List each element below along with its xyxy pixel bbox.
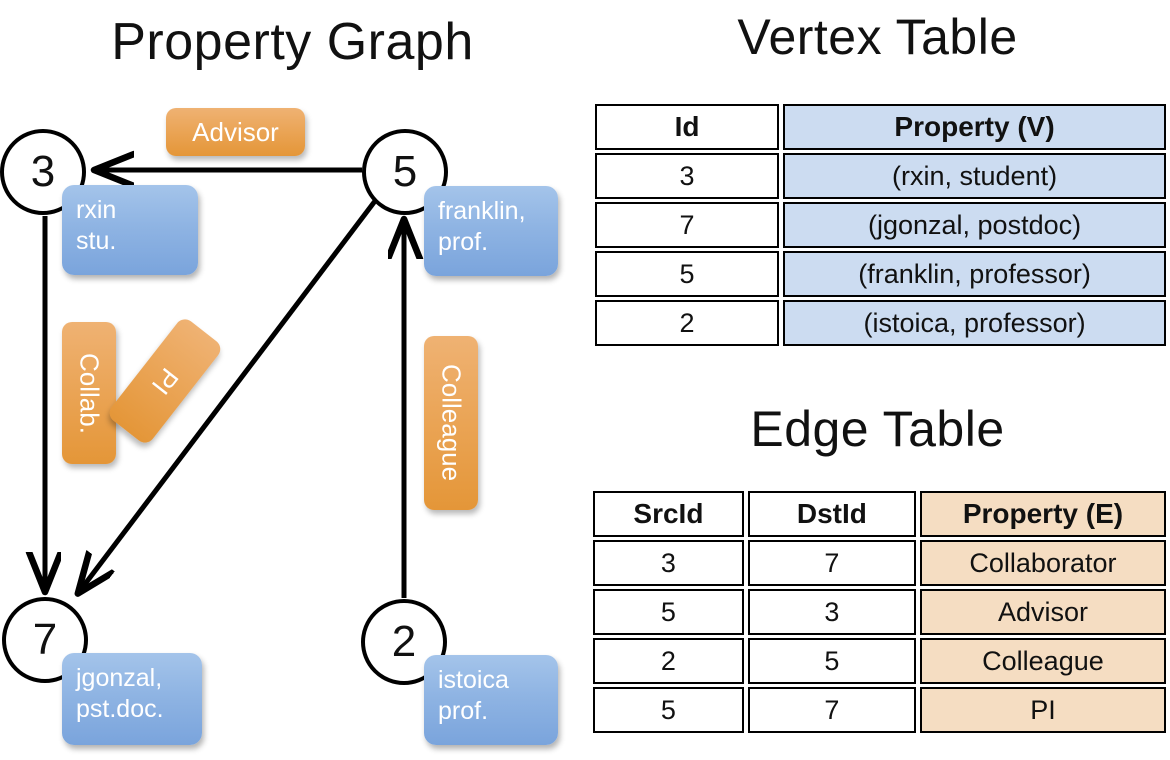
edge-label-advisor-text: Advisor — [192, 116, 279, 147]
table-row: 3 7 Collaborator — [593, 540, 1166, 586]
vertex-property-line-2: prof. — [438, 697, 489, 726]
vertex-cell-id: 2 — [595, 300, 780, 346]
vertex-cell-property: (franklin, professor) — [783, 251, 1166, 297]
vertex-table-header-property: Property (V) — [783, 104, 1166, 150]
edge-table-header-property: Property (E) — [919, 491, 1166, 537]
table-row: 2 (istoica, professor) — [595, 300, 1166, 346]
graph-node-2-label: 2 — [391, 617, 417, 666]
vertex-table-header-row: Id Property (V) — [595, 104, 1166, 150]
vertex-property-line-1: istoica — [438, 666, 509, 694]
edge-table: SrcId DstId Property (E) 3 7 Collaborato… — [589, 488, 1170, 736]
graph-edges-layer — [0, 0, 585, 598]
page-title-vertex-table: Vertex Table — [737, 9, 1018, 65]
graph-node-7-label: 7 — [32, 615, 58, 664]
table-row: 5 (franklin, professor) — [595, 251, 1166, 297]
edge-label-pi-text: PI — [146, 362, 185, 401]
graph-node-5[interactable]: 5 — [362, 129, 448, 215]
property-graph-panel: Property Graph 3 5 7 2 rxin stu. frankli… — [0, 0, 585, 745]
edge-label-advisor: Advisor — [166, 108, 305, 156]
edge-5-to-7 — [79, 199, 377, 592]
graph-node-2[interactable]: 2 — [361, 599, 447, 685]
vertex-cell-id: 5 — [595, 251, 780, 297]
edge-cell-dst: 7 — [747, 540, 916, 586]
graph-node-5-label: 5 — [392, 147, 418, 196]
edge-label-collab: Collab. — [62, 322, 116, 464]
edge-cell-src: 3 — [593, 540, 744, 586]
edge-cell-property: PI — [919, 687, 1166, 733]
vertex-property-line-2: prof. — [438, 228, 489, 257]
vertex-table-header-id: Id — [595, 104, 780, 150]
vertex-property-box-3: rxin stu. — [62, 185, 198, 275]
edge-table-header-dstid: DstId — [747, 491, 916, 537]
vertex-property-box-2: istoica prof. — [424, 655, 558, 745]
table-row: 5 3 Advisor — [593, 589, 1166, 635]
edge-cell-src: 5 — [593, 687, 744, 733]
table-row: 3 (rxin, student) — [595, 153, 1166, 199]
edge-cell-dst: 7 — [747, 687, 916, 733]
vertex-cell-id: 7 — [595, 202, 780, 248]
vertex-cell-property: (jgonzal, postdoc) — [783, 202, 1166, 248]
vertex-property-box-5: franklin, prof. — [424, 186, 558, 276]
edge-cell-dst: 3 — [747, 589, 916, 635]
edge-cell-dst: 5 — [747, 638, 916, 684]
table-row: 5 7 PI — [593, 687, 1166, 733]
vertex-property-line-2: stu. — [76, 227, 117, 256]
edge-cell-property: Colleague — [919, 638, 1166, 684]
table-row: 2 5 Colleague — [593, 638, 1166, 684]
edge-cell-src: 5 — [593, 589, 744, 635]
vertex-cell-property: (rxin, student) — [783, 153, 1166, 199]
vertex-property-line-1: rxin — [76, 196, 117, 224]
vertex-cell-id: 3 — [595, 153, 780, 199]
edge-cell-property: Advisor — [919, 589, 1166, 635]
vertex-property-line-1: franklin, — [438, 197, 526, 225]
table-row: 7 (jgonzal, postdoc) — [595, 202, 1166, 248]
vertex-table: Id Property (V) 3 (rxin, student) 7 (jgo… — [591, 101, 1170, 349]
edge-cell-src: 2 — [593, 638, 744, 684]
vertex-property-box-7: jgonzal, pst.doc. — [62, 653, 202, 745]
edge-table-header-row: SrcId DstId Property (E) — [593, 491, 1166, 537]
vertex-property-line-1: jgonzal, — [76, 664, 163, 692]
page-title-edge-table: Edge Table — [750, 401, 1005, 457]
edge-cell-property: Collaborator — [919, 540, 1166, 586]
edge-label-colleague-text: Colleague — [436, 364, 467, 482]
graph-node-3-label: 3 — [30, 147, 56, 196]
edge-label-colleague: Colleague — [424, 336, 478, 510]
page-title-property-graph: Property Graph — [111, 13, 474, 71]
edge-table-header-srcid: SrcId — [593, 491, 744, 537]
edge-label-collab-text: Collab. — [74, 352, 105, 434]
vertex-cell-property: (istoica, professor) — [783, 300, 1166, 346]
vertex-property-line-2: pst.doc. — [76, 695, 164, 724]
